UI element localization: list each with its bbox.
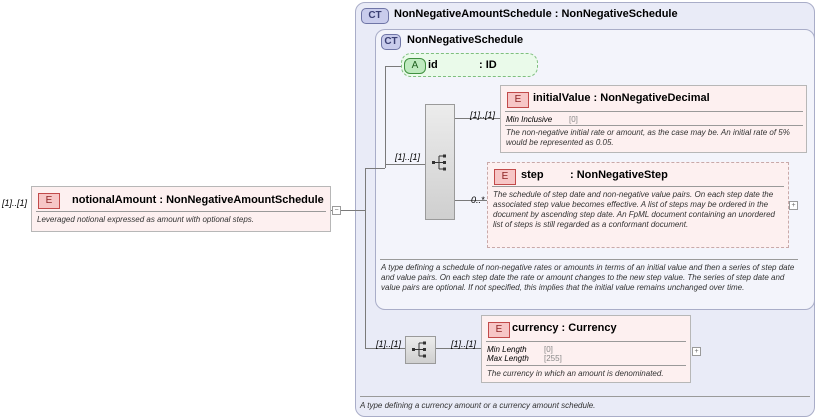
initial-value-type: : NonNegativeDecimal [593,92,710,104]
currency-facet2-value: [255] [544,354,562,363]
currency-type: : Currency [561,322,617,334]
initial-value-box[interactable]: E initialValue : NonNegativeDecimal Min … [500,85,807,153]
connector-seq1-step [455,200,487,201]
connector-to-inner [365,168,385,169]
outer-ct-separator [360,396,810,397]
root-element-name: notionalAmount : NonNegativeAmountSchedu… [72,194,324,206]
sequence-1-compositor[interactable] [425,104,455,220]
root-element-badge: E [38,193,60,209]
currency-badge: E [488,322,510,338]
sequence-1-cardinality: [1]..[1] [395,152,421,162]
attribute-id-type: : ID [479,59,497,71]
initial-value-separator-2 [505,125,803,126]
initial-value-name: initialValue [533,92,591,104]
connector-to-id [385,66,401,67]
connector-inner-trunk [385,66,386,168]
initial-value-facet-value: [0] [569,115,578,124]
currency-facet1-label: Min Length [487,345,527,354]
sequence-2-compositor[interactable] [405,336,436,364]
step-description: The schedule of step date and non-negati… [493,190,775,229]
sequence-icon [412,341,426,358]
root-element-label: notionalAmount [72,194,157,206]
root-collapse-toggle[interactable]: − [332,206,341,215]
initial-value-cardinality: [1]..[1] [470,110,496,120]
root-cardinality: [1]..[1] [2,198,28,208]
currency-facet2-label: Max Length [487,354,529,363]
inner-ct-badge: CT [381,34,401,50]
currency-title: currency : Currency [512,322,617,334]
initial-value-facet-label: Min Inclusive [506,115,553,124]
step-separator [492,186,784,187]
currency-expand-toggle[interactable]: + [692,347,701,356]
step-name: step [521,169,544,181]
inner-ct-description: A type defining a schedule of non-negati… [381,263,795,292]
sequence-icon [432,154,446,171]
step-box[interactable]: E step : NonNegativeStep The schedule of… [487,162,789,248]
connector-seq2-currency [436,348,481,349]
currency-cardinality: [1]..[1] [451,339,477,349]
attribute-id-name: id [428,59,438,71]
root-element-box[interactable]: E notionalAmount : NonNegativeAmountSche… [31,186,331,232]
inner-ct-separator [380,259,798,260]
outer-ct-description: A type defining a currency amount or a c… [360,401,596,410]
inner-ct-title: NonNegativeSchedule [407,34,524,46]
initial-value-description: The non-negative initial rate or amount,… [506,128,790,147]
currency-separator [486,341,686,342]
connector-trunk [365,168,366,348]
connector-seq1-initial [455,118,500,119]
step-type: : NonNegativeStep [570,169,668,181]
attribute-badge: A [404,58,426,74]
root-element-separator [36,211,326,212]
initial-value-title: initialValue : NonNegativeDecimal [533,92,710,104]
currency-description: The currency in which an amount is denom… [487,369,664,378]
sequence-2-cardinality: [1]..[1] [376,339,402,349]
step-badge: E [494,169,516,185]
currency-separator-2 [486,365,686,366]
outer-ct-badge: CT [361,8,389,24]
root-element-description: Leveraged notional expressed as amount w… [37,215,255,224]
root-element-type: : NonNegativeAmountSchedule [159,194,324,206]
initial-value-badge: E [507,92,529,108]
connector-to-seq2 [365,348,405,349]
outer-ct-title: NonNegativeAmountSchedule : NonNegativeS… [394,8,678,20]
currency-name: currency [512,322,559,334]
connector-root-out [331,210,365,211]
currency-box[interactable]: E currency : Currency Min Length [0] Max… [481,315,691,383]
currency-facet1-value: [0] [544,345,553,354]
attribute-id-box[interactable]: A id : ID [401,53,538,77]
step-cardinality: 0..* [471,195,485,205]
connector-to-seq1 [385,164,425,165]
initial-value-separator [505,111,803,112]
step-expand-toggle[interactable]: + [789,201,798,210]
